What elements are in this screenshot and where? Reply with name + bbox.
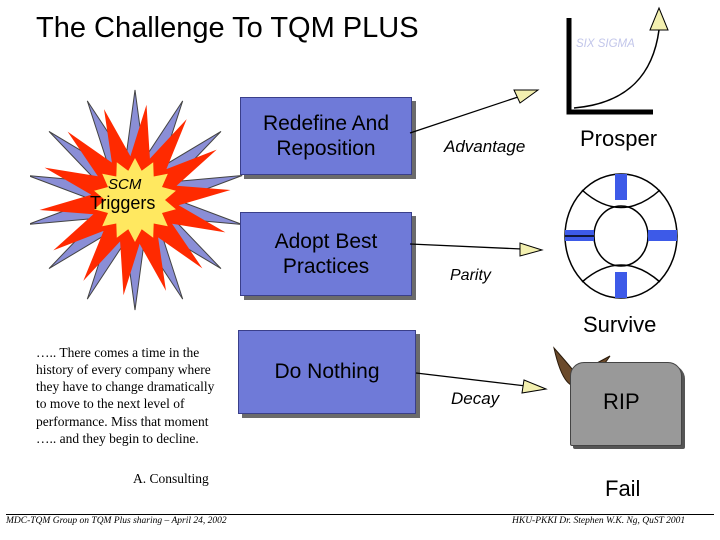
- six-sigma-label: SIX SIGMA: [576, 38, 635, 50]
- parity-arrow: [409, 242, 544, 257]
- lifebuoy-icon: [564, 173, 678, 299]
- rip-label: RIP: [603, 389, 640, 414]
- redefine-reposition-label: Redefine And Reposition: [262, 111, 390, 160]
- adopt-best-practices-box: Adopt Best Practices: [240, 212, 412, 296]
- burst-triggers-label: Triggers: [90, 193, 156, 213]
- prosper-label: Prosper: [580, 126, 658, 151]
- footer-left-text: MDC-TQM Group on TQM Plus sharing – Apri…: [6, 516, 227, 526]
- quote-attribution: A. Consulting: [133, 471, 209, 486]
- adopt-best-practices-label: Adopt Best Practices: [274, 229, 378, 278]
- advantage-arrow: [409, 89, 540, 134]
- do-nothing-box: Do Nothing: [238, 330, 416, 414]
- burst-scm-label: SCM: [108, 176, 142, 193]
- decay-label: Decay: [451, 389, 500, 408]
- footer-rule: [6, 514, 714, 515]
- footer-right-text: HKU-PKKI Dr. Stephen W.K. Ng, QuST 2001: [512, 516, 686, 526]
- fail-label: Fail: [605, 476, 641, 501]
- advantage-label: Advantage: [444, 137, 526, 156]
- do-nothing-label: Do Nothing: [274, 360, 380, 384]
- parity-label: Parity: [450, 267, 491, 284]
- decay-arrow: [415, 372, 548, 394]
- survive-label: Survive: [583, 312, 657, 337]
- tombstone: [570, 362, 682, 446]
- redefine-reposition-box: Redefine And Reposition: [240, 97, 412, 175]
- scm-triggers-starburst: [30, 89, 243, 311]
- six-sigma-curve-graphic: SIX SIGMA: [566, 6, 669, 115]
- quote-text: ….. There comes a time in the history of…: [36, 345, 215, 446]
- page-title: The Challenge To TQM PLUS: [36, 12, 419, 44]
